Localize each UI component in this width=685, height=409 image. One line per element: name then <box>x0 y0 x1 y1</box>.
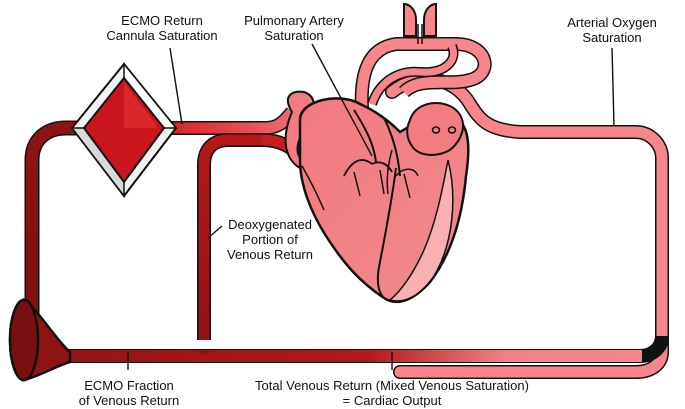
label-ecmo-return-cannula-saturation: ECMO Return Cannula Saturation <box>86 13 238 43</box>
label-deoxygenated-line2: Portion of <box>242 232 298 247</box>
label-ecmo-fraction-line1: ECMO Fraction <box>84 378 174 393</box>
pulmonary-vessels <box>354 2 492 109</box>
label-ecmo-fraction: ECMO Fraction of Venous Return <box>68 378 190 408</box>
label-arterial-oxygen-line2: Saturation <box>582 30 642 45</box>
ecmo-pump-disk <box>8 297 72 382</box>
ecmo-oxygenator <box>70 61 178 199</box>
label-deoxygenated-line3: Venous Return <box>226 247 313 262</box>
label-total-venous-line1: Total Venous Return (Mixed Venous Satura… <box>255 378 529 393</box>
label-deoxygenated-portion: Deoxygenated Portion of Venous Return <box>212 217 328 262</box>
deoxygenated-venous-vessel <box>197 133 262 355</box>
label-arterial-oxygen-saturation: Arterial Oxygen Saturation <box>548 15 676 45</box>
leader-lines <box>127 43 615 370</box>
label-pulmonary-artery-line1: Pulmonary Artery <box>244 13 344 28</box>
venous-return-pipe <box>30 335 669 363</box>
label-total-venous-return: Total Venous Return (Mixed Venous Satura… <box>232 378 552 408</box>
ecmo-drainage-vessel <box>24 120 104 330</box>
label-ecmo-return-line2: Cannula Saturation <box>106 28 218 43</box>
label-arterial-oxygen-line1: Arterial Oxygen <box>567 15 657 30</box>
ecmo-return-pipe <box>140 107 298 135</box>
label-pulmonary-artery-line2: Saturation <box>264 28 324 43</box>
label-total-venous-line2: = Cardiac Output <box>342 393 442 408</box>
label-deoxygenated-line1: Deoxygenated <box>228 217 312 232</box>
label-ecmo-return-line1: ECMO Return <box>121 13 203 28</box>
label-pulmonary-artery-saturation: Pulmonary Artery Saturation <box>224 13 364 43</box>
label-ecmo-fraction-line2: of Venous Return <box>78 393 180 408</box>
heart <box>261 90 470 303</box>
